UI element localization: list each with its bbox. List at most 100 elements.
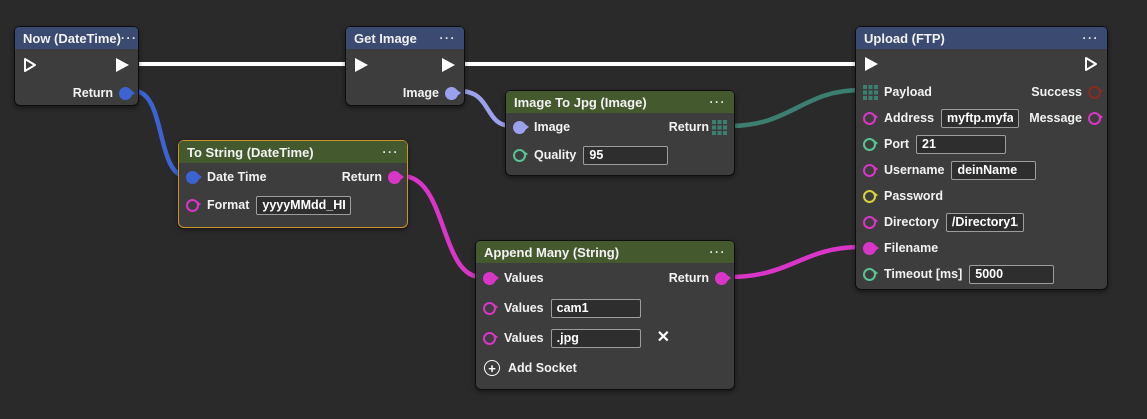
values1-socket[interactable] bbox=[483, 271, 499, 285]
return-label: Return bbox=[72, 86, 113, 100]
node-menu-icon[interactable]: ··· bbox=[382, 145, 399, 159]
node-menu-icon[interactable]: ··· bbox=[121, 31, 138, 45]
add-socket-icon[interactable]: + bbox=[484, 360, 500, 376]
return-socket[interactable] bbox=[715, 271, 731, 285]
add-socket-label[interactable]: Add Socket bbox=[508, 361, 577, 375]
success-socket[interactable] bbox=[1088, 85, 1103, 99]
image-input-socket[interactable] bbox=[513, 120, 529, 134]
input-row: Password bbox=[856, 183, 1107, 209]
input-row: Username bbox=[856, 157, 1107, 183]
return-socket[interactable] bbox=[388, 170, 404, 184]
return-bytes-socket-icon[interactable] bbox=[712, 119, 727, 135]
address-label: Address bbox=[884, 111, 935, 125]
input-row: Port bbox=[856, 131, 1107, 157]
input-row: Timeout [ms] bbox=[856, 261, 1107, 287]
directory-label: Directory bbox=[884, 215, 939, 229]
node-get-image[interactable]: Get Image ··· Image bbox=[345, 26, 465, 106]
node-menu-icon[interactable]: ··· bbox=[709, 95, 726, 109]
exec-input-icon[interactable] bbox=[864, 55, 879, 73]
exec-row bbox=[15, 49, 138, 81]
filename-socket[interactable] bbox=[863, 241, 879, 255]
address-socket[interactable] bbox=[863, 111, 878, 125]
wire-getimage-imagetojpg[interactable] bbox=[456, 88, 515, 129]
exec-input-icon[interactable] bbox=[354, 56, 369, 74]
node-header[interactable]: Upload (FTP) ··· bbox=[856, 27, 1107, 49]
password-socket[interactable] bbox=[863, 189, 878, 203]
exec-output-icon[interactable] bbox=[115, 56, 130, 74]
input-row: Values ✕ bbox=[476, 323, 734, 353]
timeout-input[interactable] bbox=[969, 264, 1055, 284]
port-input[interactable] bbox=[916, 134, 1006, 154]
node-menu-icon[interactable]: ··· bbox=[1082, 31, 1099, 45]
timeout-socket[interactable] bbox=[863, 267, 878, 281]
payload-label: Payload bbox=[884, 85, 932, 99]
datetime-input-label: Date Time bbox=[207, 170, 267, 184]
quality-input[interactable] bbox=[583, 145, 669, 165]
values3-input[interactable] bbox=[550, 328, 641, 348]
node-now-datetime[interactable]: Now (DateTime) ··· Return bbox=[14, 26, 139, 106]
node-title: Get Image bbox=[354, 30, 417, 46]
password-label: Password bbox=[884, 189, 944, 203]
image-output-socket[interactable] bbox=[445, 86, 461, 100]
node-menu-icon[interactable]: ··· bbox=[709, 245, 726, 259]
username-socket[interactable] bbox=[863, 163, 878, 177]
filename-label: Filename bbox=[884, 241, 939, 255]
quality-label: Quality bbox=[534, 148, 577, 162]
directory-input[interactable] bbox=[945, 212, 1024, 232]
message-socket[interactable] bbox=[1088, 111, 1103, 125]
node-header[interactable]: Get Image ··· bbox=[346, 27, 464, 49]
payload-bytes-socket-icon[interactable] bbox=[863, 84, 878, 100]
node-image-to-jpg[interactable]: Image To Jpg (Image) ··· Image Return Qu… bbox=[505, 90, 735, 176]
add-socket-row[interactable]: + Add Socket bbox=[476, 353, 734, 383]
port-socket[interactable] bbox=[863, 137, 878, 151]
wire-appendmany-filename[interactable] bbox=[726, 244, 864, 280]
exec-row bbox=[856, 49, 1107, 79]
exec-output-icon[interactable] bbox=[1084, 55, 1099, 73]
success-label: Success bbox=[1031, 85, 1082, 99]
node-menu-icon[interactable]: ··· bbox=[439, 31, 456, 45]
input-row: Format bbox=[179, 191, 407, 219]
image-output-label: Image bbox=[402, 86, 439, 100]
values2-input[interactable] bbox=[550, 298, 641, 318]
exec-row bbox=[346, 49, 464, 81]
node-upload-ftp[interactable]: Upload (FTP) ··· Payload Success Address bbox=[855, 26, 1108, 290]
node-header[interactable]: Append Many (String) ··· bbox=[476, 241, 734, 263]
node-to-string[interactable]: To String (DateTime) ··· Date Time Retur… bbox=[178, 140, 408, 228]
image-input-label: Image bbox=[534, 120, 571, 134]
node-header[interactable]: Image To Jpg (Image) ··· bbox=[506, 91, 734, 113]
format-input[interactable] bbox=[256, 195, 352, 215]
return-socket[interactable] bbox=[119, 86, 135, 100]
username-label: Username bbox=[884, 163, 945, 177]
username-input[interactable] bbox=[951, 160, 1037, 180]
exec-input-icon[interactable] bbox=[23, 56, 38, 74]
node-header[interactable]: Now (DateTime) ··· bbox=[15, 27, 138, 49]
exec-output-icon[interactable] bbox=[441, 56, 456, 74]
address-input[interactable] bbox=[941, 108, 1020, 128]
node-title: Now (DateTime) bbox=[23, 30, 121, 46]
io-row: Payload Success bbox=[856, 79, 1107, 105]
wire-imagetojpg-payload[interactable] bbox=[726, 87, 864, 129]
wire-now-return-tostring[interactable] bbox=[131, 88, 189, 179]
format-socket[interactable] bbox=[186, 198, 201, 212]
input-row: Filename bbox=[856, 235, 1107, 261]
io-row: Image Return bbox=[506, 113, 734, 141]
io-row: Address Message bbox=[856, 105, 1107, 131]
node-header[interactable]: To String (DateTime) ··· bbox=[179, 141, 407, 163]
output-row: Image bbox=[346, 81, 464, 105]
input-row: Quality bbox=[506, 141, 734, 169]
wire-tostring-appendmany[interactable] bbox=[399, 173, 484, 280]
return-label: Return bbox=[668, 120, 709, 134]
remove-socket-icon[interactable]: ✕ bbox=[656, 329, 671, 346]
values2-label: Values bbox=[504, 301, 544, 315]
quality-socket[interactable] bbox=[513, 148, 528, 162]
node-append-many[interactable]: Append Many (String) ··· Values Return V… bbox=[475, 240, 735, 390]
values2-socket[interactable] bbox=[483, 301, 498, 315]
datetime-input-socket[interactable] bbox=[186, 170, 202, 184]
output-row: Return bbox=[15, 81, 138, 105]
directory-socket[interactable] bbox=[863, 215, 878, 229]
input-row: Directory bbox=[856, 209, 1107, 235]
values3-socket[interactable] bbox=[483, 331, 498, 345]
io-row: Values Return bbox=[476, 263, 734, 293]
